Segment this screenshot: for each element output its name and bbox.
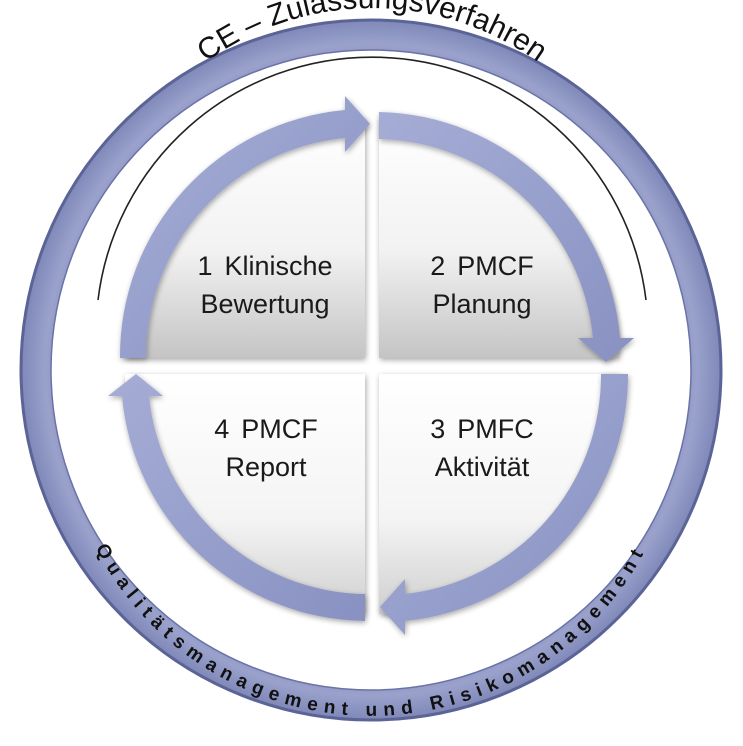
process-title-underline xyxy=(97,56,647,301)
step-4-line1: PMCF xyxy=(241,414,318,444)
arrow-step2-to-step3 xyxy=(379,112,634,362)
step-3-line2: Aktivität xyxy=(435,452,530,482)
quadrant-3 xyxy=(379,374,619,614)
quadrants xyxy=(125,118,619,614)
cycle-arrows xyxy=(108,96,634,635)
step-3-number: 3 xyxy=(430,414,445,444)
inner-disc xyxy=(50,49,692,691)
step-2-line2: Planung xyxy=(432,289,531,319)
step-4-line2: Report xyxy=(225,452,307,482)
step-1-label: 1 Klinische Bewertung xyxy=(197,251,332,319)
step-2-label: 2 PMCF Planung xyxy=(430,251,534,319)
step-3-label: 3 PMFC Aktivität xyxy=(430,414,534,482)
step-1-line2: Bewertung xyxy=(200,289,329,319)
arrow-step3-to-step4 xyxy=(380,374,629,635)
step-1-number: 1 xyxy=(197,251,212,281)
step-2-line1: PMCF xyxy=(457,251,534,281)
quadrant-4 xyxy=(125,374,365,614)
quadrant-2 xyxy=(379,118,619,358)
step-4-label: 4 PMCF Report xyxy=(214,414,318,482)
arrow-step1-to-step2 xyxy=(119,96,370,358)
step-4-number: 4 xyxy=(214,414,229,444)
step-2-number: 2 xyxy=(430,251,445,281)
step-1-line1: Klinische xyxy=(224,251,332,281)
arrow-step4-to-step1 xyxy=(108,374,365,621)
step-3-line1: PMFC xyxy=(457,414,534,444)
quadrant-1 xyxy=(125,118,365,358)
